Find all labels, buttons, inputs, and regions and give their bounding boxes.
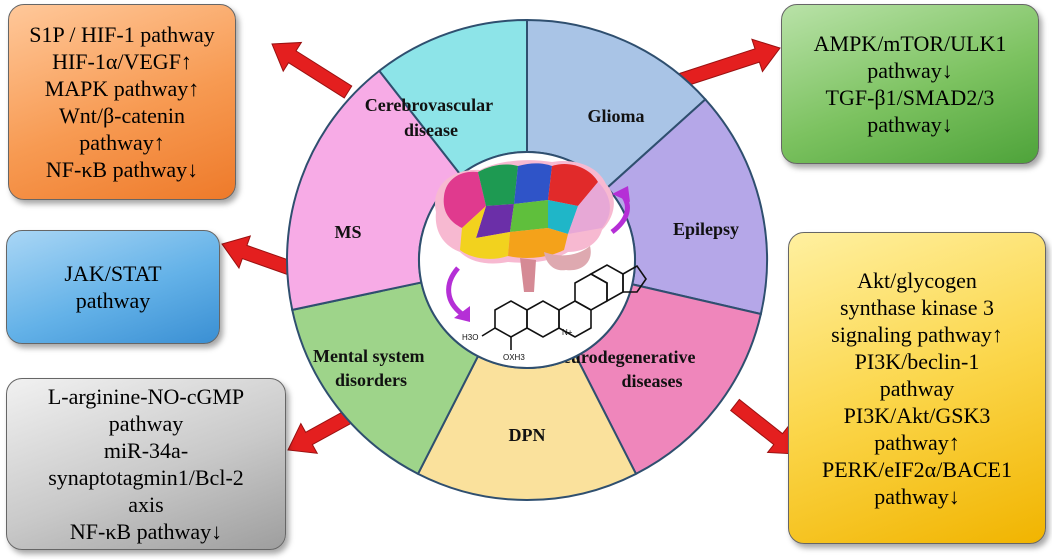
arrow-to-cerebrovascular xyxy=(271,41,353,99)
label-cerebrovascular-disease: Cerebrovascular disease xyxy=(365,95,498,140)
purple-arrow-left xyxy=(446,266,464,316)
pathway-box-cerebrovascular: S1P / HIF-1 pathway HIF-1α/VEGF↑ MAPK pa… xyxy=(8,4,236,200)
arrow-to-ms xyxy=(221,235,293,276)
arrow-to-glioma xyxy=(679,38,781,88)
chem-label-oxh3: OXH3 xyxy=(503,353,525,362)
label-neurodegenerative-diseases: Neurodegenerative diseases xyxy=(550,347,700,391)
label-epilepsy: Epilepsy xyxy=(673,219,739,239)
pathway-box-glioma: AMPK/mTOR/ULK1 pathway↓ TGF-β1/SMAD2/3 p… xyxy=(781,4,1039,164)
label-glioma: Glioma xyxy=(588,106,645,126)
pathway-box-neurodegenerative: Akt/glycogen synthase kinase 3 signaling… xyxy=(788,232,1046,544)
chem-label-n: N+ xyxy=(562,328,573,337)
label-dpn: DPN xyxy=(509,425,546,445)
purple-arrowhead-left xyxy=(454,306,470,322)
label-ms: MS xyxy=(335,222,362,242)
chemical-structure-icon xyxy=(481,264,647,350)
pathway-box-mental: L-arginine-NO-cGMP pathway miR-34a- syna… xyxy=(6,378,286,550)
label-mental-system-disorders: Mental system disorders xyxy=(313,346,429,390)
brain-icon xyxy=(435,160,614,292)
arrow-to-mental xyxy=(287,410,353,454)
pathway-box-ms: JAK/STAT pathway xyxy=(6,230,220,344)
chem-label-h3o: H3O xyxy=(462,333,478,342)
purple-arrowhead-right xyxy=(612,186,630,202)
